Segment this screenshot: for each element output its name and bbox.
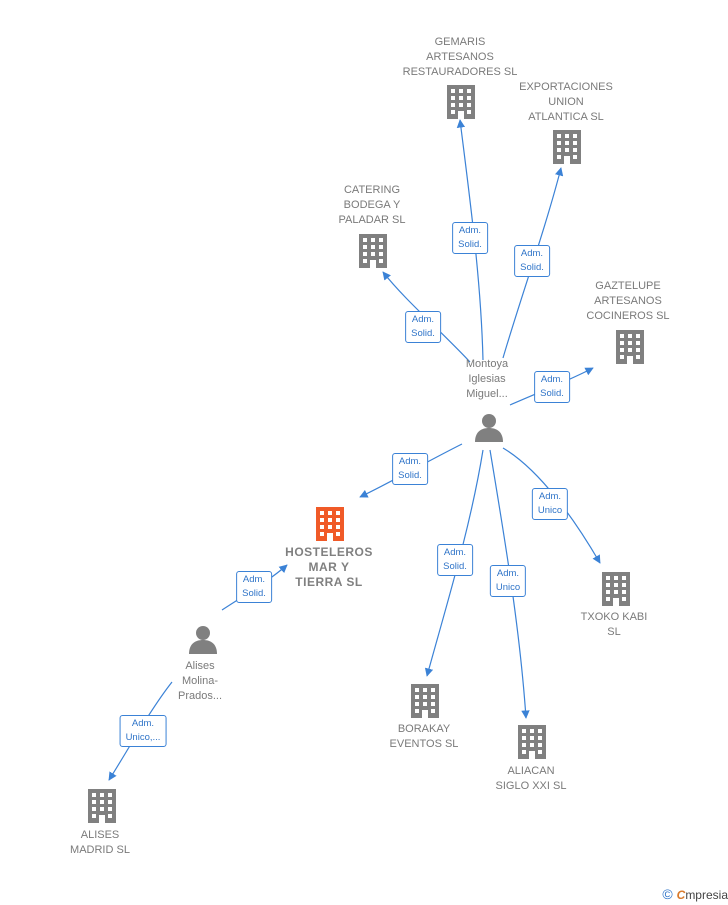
building-icon-txoko[interactable] <box>602 572 630 606</box>
node-label-aliacan[interactable]: ALIACAN SIGLO XXI SL <box>495 765 567 792</box>
node-label-exportaciones[interactable]: EXPORTACIONES UNION ATLANTICA SL <box>519 81 613 123</box>
building-icon-aliacan[interactable] <box>518 725 546 759</box>
building-icon-catering[interactable] <box>359 234 387 268</box>
copyright-icon: © <box>662 886 673 902</box>
edge-label-gemaris: Adm. Solid. <box>452 222 488 254</box>
node-label-gaztelupe[interactable]: GAZTELUPE ARTESANOS COCINEROS SL <box>586 280 670 322</box>
node-label-montoya[interactable]: Montoya Iglesias Miguel... <box>465 358 509 400</box>
brand-watermark: ©Cmpresia <box>662 886 728 902</box>
edge-label-alises-hosteleros: Adm. Solid. <box>236 571 272 603</box>
edge-label-exportaciones: Adm. Solid. <box>514 245 550 277</box>
edge-label-borakay: Adm. Solid. <box>437 544 473 576</box>
edge-label-txoko: Adm. Unico <box>531 488 569 520</box>
building-icon-borakay[interactable] <box>411 684 439 718</box>
edge-label-gaztelupe: Adm. Solid. <box>534 371 570 403</box>
node-label-gemaris[interactable]: GEMARIS ARTESANOS RESTAURADORES SL <box>402 36 518 78</box>
person-icon-montoya[interactable] <box>474 412 504 442</box>
edge-label-aliacan: Adm. Unico <box>489 565 527 597</box>
node-label-catering[interactable]: CATERING BODEGA Y PALADAR SL <box>338 184 406 226</box>
brand-name: mpresia <box>685 888 728 902</box>
node-label-txoko[interactable]: TXOKO KABI SL <box>580 611 648 638</box>
building-icon-hosteleros[interactable] <box>316 507 344 541</box>
building-icon-gaztelupe[interactable] <box>616 330 644 364</box>
building-icon-exportaciones[interactable] <box>553 130 581 164</box>
building-icon-gemaris[interactable] <box>447 85 475 119</box>
node-label-borakay[interactable]: BORAKAY EVENTOS SL <box>389 723 459 750</box>
node-label-hosteleros[interactable]: HOSTELEROS MAR Y TIERRA SL <box>285 545 373 589</box>
node-label-alises-madrid[interactable]: ALISES MADRID SL <box>70 829 130 856</box>
edge-label-hosteleros: Adm. Solid. <box>392 453 428 485</box>
edge-label-alises-madrid: Adm. Unico,... <box>119 715 167 747</box>
building-icon-alises-madrid[interactable] <box>88 789 116 823</box>
node-label-alises-person[interactable]: Alises Molina- Prados... <box>177 660 223 702</box>
person-icon-alises[interactable] <box>188 624 218 654</box>
brand-logo-initial: C <box>676 888 686 902</box>
edge-label-catering: Adm. Solid. <box>405 311 441 343</box>
